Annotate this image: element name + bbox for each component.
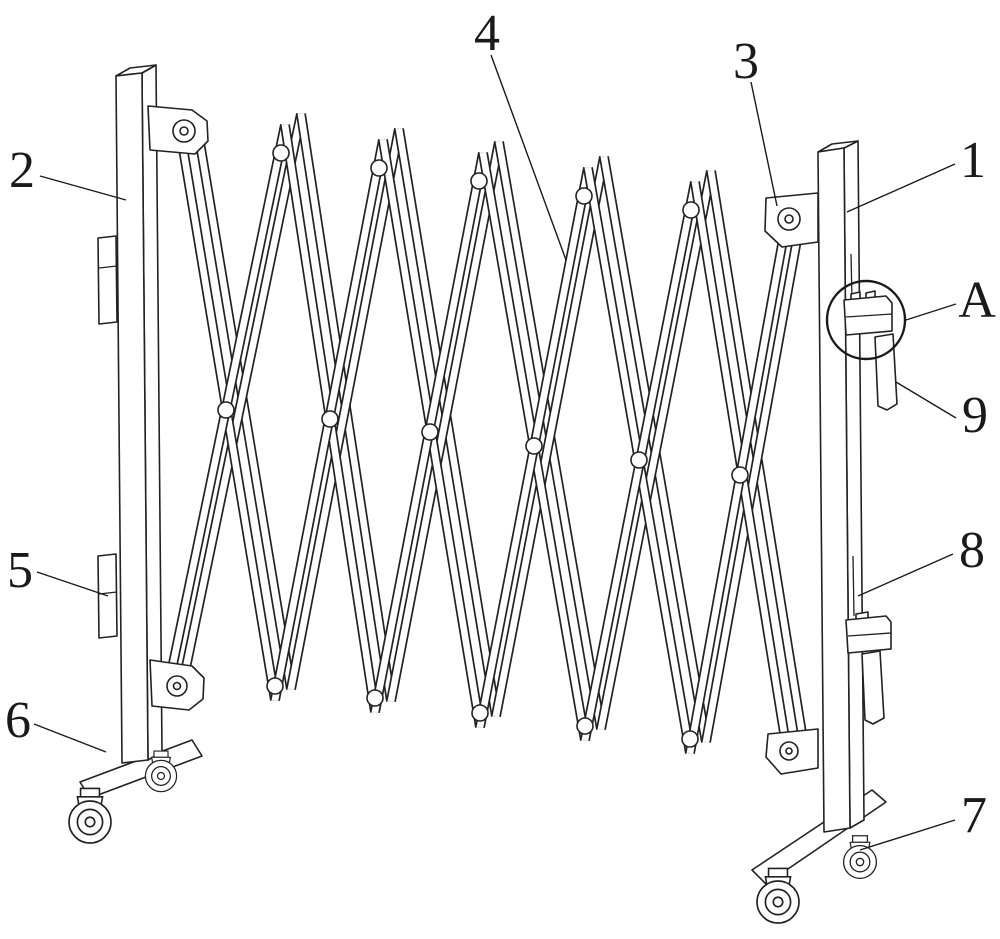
leader-line-8 <box>857 553 954 597</box>
leader-line-2 <box>39 175 127 201</box>
pivot-hole-middle <box>421 423 439 441</box>
leader-line-4 <box>490 54 567 261</box>
caster-plate <box>767 867 789 878</box>
left-post-bracket-upper-divider <box>98 265 118 269</box>
right-rear-caster <box>842 835 878 880</box>
wheel-hub <box>84 816 96 828</box>
leader-line-3 <box>750 81 778 207</box>
lower-lock-assembly <box>845 611 892 725</box>
upper-lock-assembly <box>843 290 898 411</box>
ref-label-2: 2 <box>9 142 35 199</box>
caster-plate <box>153 750 169 758</box>
scissor-lattice-pivots <box>217 144 749 748</box>
caster-plate <box>79 787 101 798</box>
scissor-bar-back-core <box>180 113 305 678</box>
hinge-pin <box>784 214 794 224</box>
pivot-hole-bottom <box>266 677 284 695</box>
leader-lines <box>33 54 957 851</box>
left-post-assembly <box>68 64 203 844</box>
left-bottom-hinge <box>149 659 205 711</box>
pivot-hole-middle <box>525 437 543 455</box>
pivot-hole-top <box>272 144 290 162</box>
right-post-lower-slot <box>852 555 855 617</box>
pivot-hole-bottom <box>366 689 384 707</box>
wheel-hub <box>772 896 784 908</box>
ref-label-8: 8 <box>959 522 985 579</box>
pivot-hole-middle <box>630 451 648 469</box>
ref-label-9: 9 <box>962 387 988 444</box>
leader-line-6 <box>33 723 107 753</box>
pivot-hole-middle <box>321 410 339 428</box>
leader-line-A <box>905 303 957 321</box>
leader-line-9 <box>895 381 957 419</box>
left-top-hinge <box>147 105 209 155</box>
ref-label-5: 5 <box>7 542 33 599</box>
left-post-front-face <box>115 72 149 764</box>
detail-a-circle <box>825 279 907 361</box>
pivot-hole-top <box>682 201 700 219</box>
leader-line-5 <box>36 571 109 597</box>
reference-labels: 2 4 3 1 A 9 5 6 8 7 <box>5 5 996 844</box>
pivot-hole-bottom <box>576 717 594 735</box>
ref-label-4: 4 <box>474 5 500 62</box>
left-post-bracket-upper <box>97 235 118 325</box>
pivot-hole-top <box>470 172 488 190</box>
scissor-bar-back-core <box>702 200 808 743</box>
ref-label-7: 7 <box>961 787 987 844</box>
wheel-hub <box>156 771 166 781</box>
right-post-front-face <box>817 147 851 833</box>
right-post-upper-slot <box>850 253 853 301</box>
pivot-hole-top <box>370 159 388 177</box>
scissor-bar-back-core <box>287 128 403 690</box>
hinge-pin <box>179 126 189 136</box>
scissor-bar-back-core <box>597 170 715 730</box>
pivot-hole-bottom <box>471 704 489 722</box>
lower-lock-detail-line <box>847 632 892 637</box>
pivot-hole-top <box>575 187 593 205</box>
right-top-hinge <box>764 192 819 248</box>
hinge-pin <box>172 681 182 691</box>
ref-label-6: 6 <box>5 692 31 749</box>
leader-line-1 <box>846 163 956 213</box>
left-front-caster <box>68 787 112 844</box>
hinge-pin <box>785 747 793 755</box>
pivot-hole-bottom <box>681 730 699 748</box>
leader-line-7 <box>859 819 956 851</box>
scissor-lattice-back-layer <box>179 112 809 747</box>
scissor-bar-back-core <box>387 141 503 702</box>
right-casters <box>756 835 878 924</box>
upper-lock-detail-line <box>845 313 893 318</box>
ref-label-3: 3 <box>733 33 759 90</box>
left-rear-caster <box>144 750 178 793</box>
caster-plate <box>852 835 868 843</box>
latch-hook-lower <box>861 650 885 725</box>
pivot-hole-middle <box>217 401 235 419</box>
left-casters <box>68 750 178 844</box>
wheel-hub <box>855 857 865 867</box>
right-front-caster <box>756 867 800 924</box>
right-bottom-hinge <box>765 728 819 775</box>
latch-hook-upper <box>874 333 898 411</box>
ref-label-1: 1 <box>960 132 986 189</box>
ref-label-A: A <box>958 272 996 329</box>
pivot-hole-middle <box>731 466 749 484</box>
scissor-bar-back-core <box>492 156 608 717</box>
